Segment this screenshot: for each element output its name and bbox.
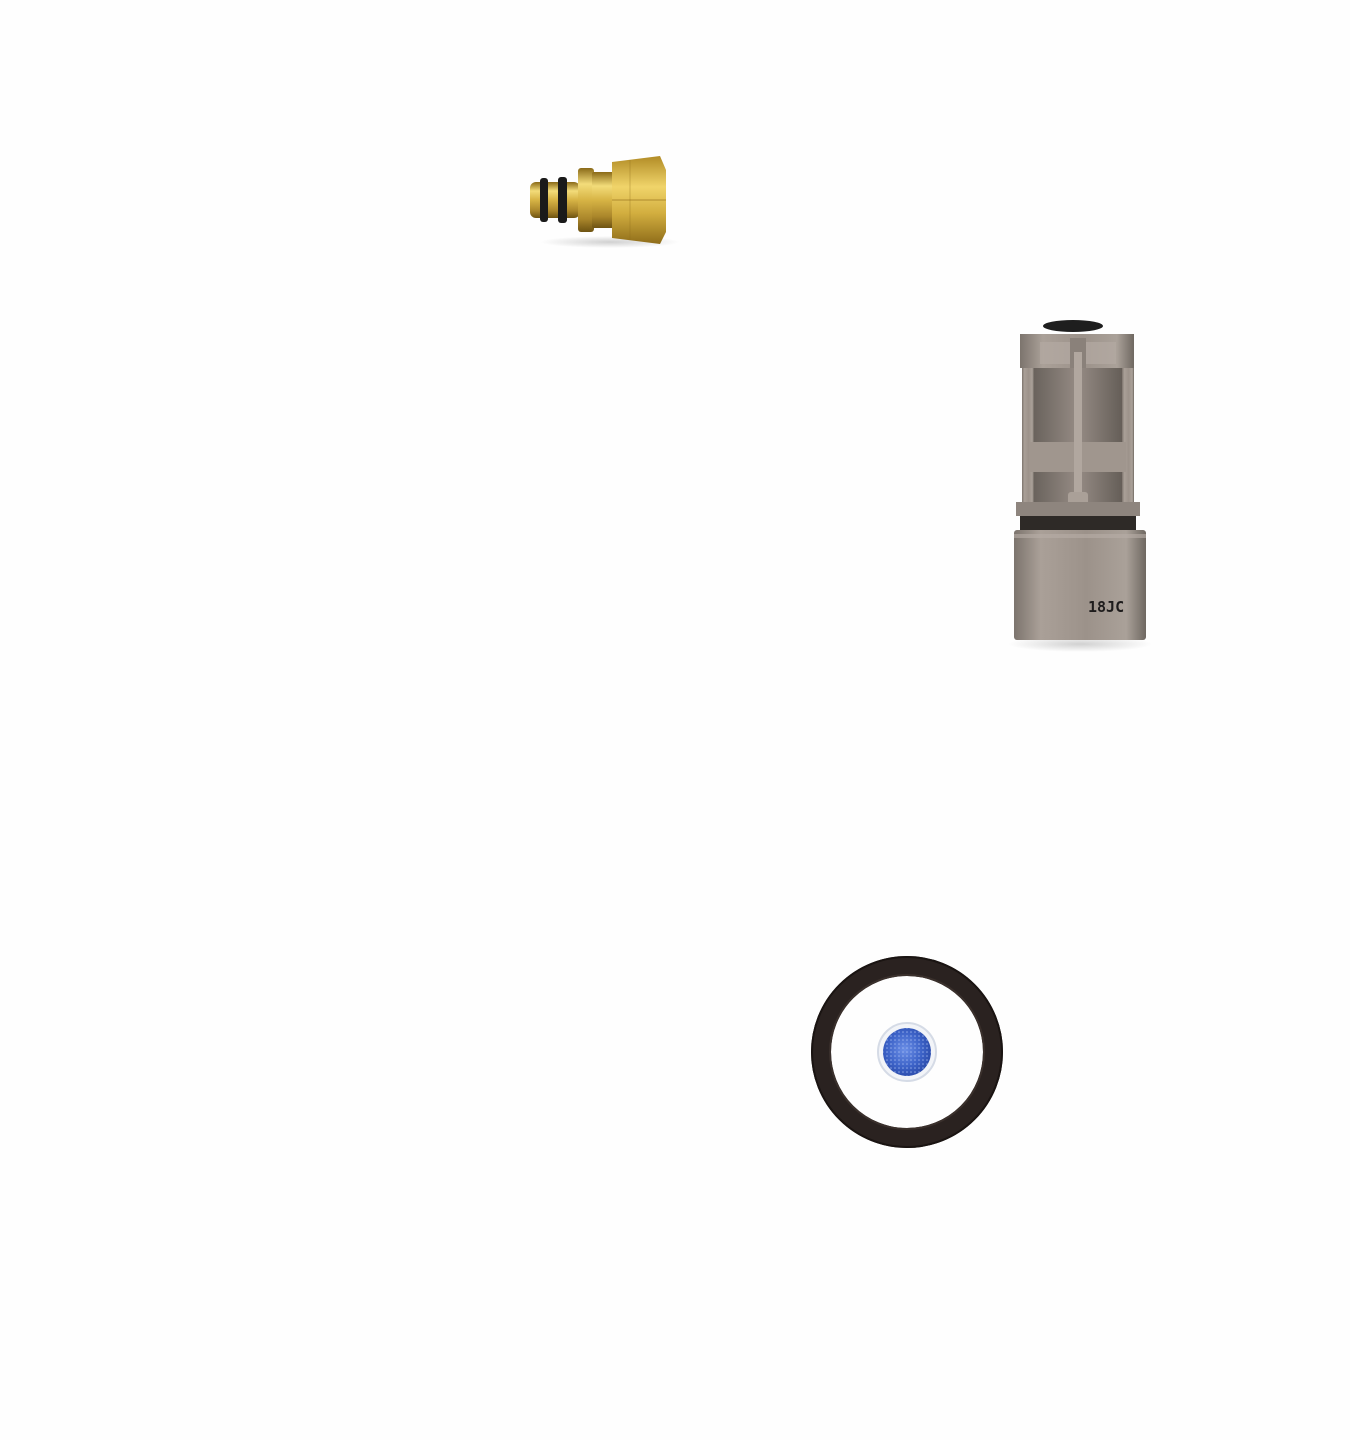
cartridge-stamp: 18JC <box>1088 598 1124 616</box>
valve-cartridge-image: 18JC <box>1000 312 1160 657</box>
brass-fitting-image <box>520 150 680 250</box>
washer-and-screen-image <box>805 950 1010 1155</box>
